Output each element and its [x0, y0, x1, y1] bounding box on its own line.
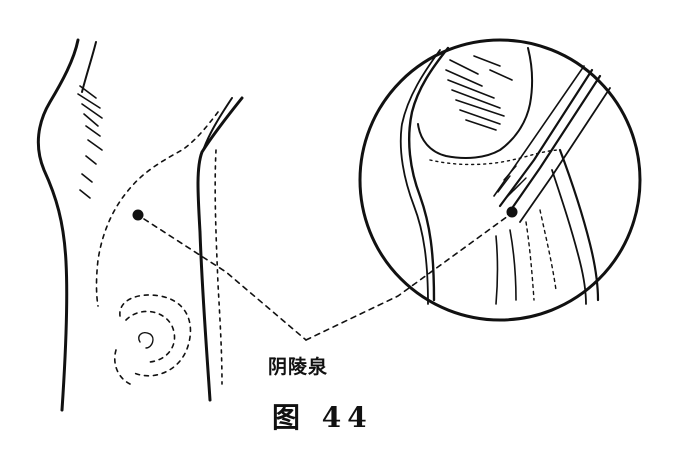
patella-mark — [114, 294, 192, 385]
acupoint-dot-leg — [132, 209, 144, 221]
thigh-shading — [77, 85, 103, 199]
leader-lines — [143, 215, 509, 341]
leg-outline — [36, 38, 244, 412]
acupoint-dot-inset — [506, 206, 518, 218]
inset-shading — [445, 55, 527, 199]
magnified-inset — [358, 38, 642, 322]
figure-caption: 图 44 — [272, 401, 373, 434]
acupoint-label: 阴陵泉 — [268, 356, 329, 378]
